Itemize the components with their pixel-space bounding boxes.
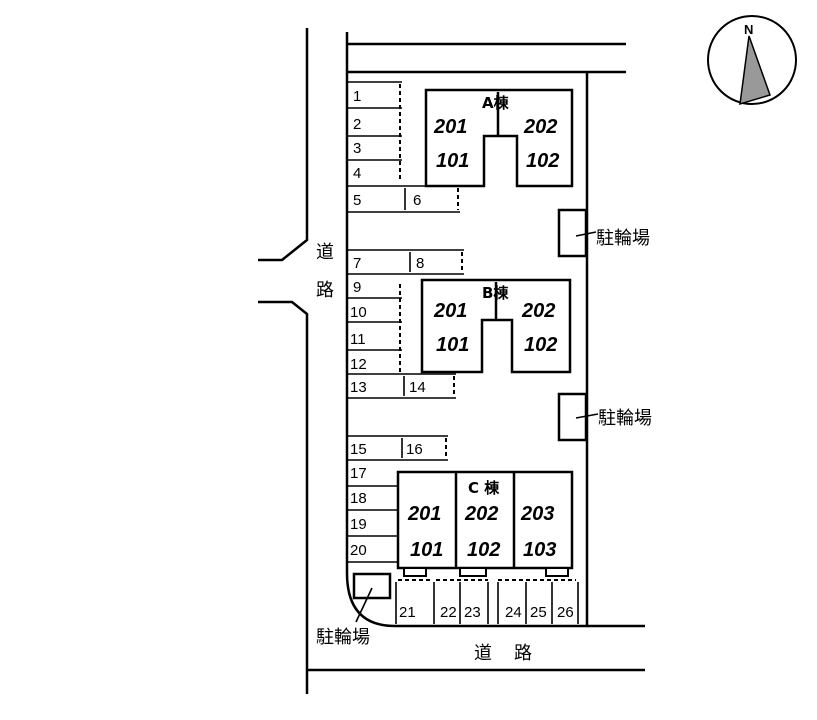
- parking-space-number: 26: [557, 604, 574, 621]
- parking-space-number: 17: [350, 465, 367, 482]
- parking-lines: [348, 81, 464, 563]
- unit-number: 101: [436, 334, 469, 356]
- parking-numbers: 1 2 3 4 5 6 7 8 9 10 11 12 13 14 15 16 1…: [350, 88, 574, 621]
- parking-space-number: 9: [353, 279, 361, 296]
- north-arrow: N: [707, 15, 797, 106]
- parking-space-number: 21: [399, 604, 416, 621]
- parking-space-number: 25: [530, 604, 547, 621]
- parking-space-number: 16: [406, 441, 423, 458]
- parking-space-number: 11: [350, 331, 366, 348]
- bicycle-parking-label: 駐輪場: [316, 627, 370, 648]
- parking-space-number: 12: [350, 356, 367, 373]
- bottom-parking-lines: [395, 579, 579, 624]
- parking-space-number: 1: [353, 88, 361, 105]
- parking-space-number: 7: [353, 255, 361, 272]
- unit-number: 102: [524, 334, 557, 356]
- bicycle-parking-area: [557, 208, 588, 258]
- road-bottom-label-1: 道: [474, 643, 492, 664]
- unit-number: 201: [433, 300, 467, 322]
- unit-number: 202: [523, 116, 557, 138]
- parking-space-number: 5: [353, 192, 361, 209]
- road-bottom-label-2: 路: [514, 643, 532, 664]
- unit-number: 202: [464, 503, 498, 525]
- parking-space-number: 3: [353, 140, 361, 157]
- property-boundary: [345, 32, 589, 628]
- unit-number: 101: [436, 150, 469, 172]
- parking-space-number: 4: [353, 165, 361, 182]
- bicycle-parking-area: [352, 572, 392, 600]
- building-a: A棟 201 202 101 102: [424, 88, 574, 188]
- parking-space-number: 18: [350, 490, 367, 507]
- building-c-name: C 棟: [468, 479, 500, 497]
- parking-space-number: 6: [413, 192, 421, 209]
- parking-space-number: 13: [350, 379, 367, 396]
- road-left-label-2: 路: [316, 280, 334, 301]
- parking-space-number: 8: [416, 255, 424, 272]
- parking-space-number: 14: [409, 379, 426, 396]
- unit-number: 202: [521, 300, 555, 322]
- bicycle-parking-label: 駐輪場: [598, 408, 652, 429]
- parking-space-number: 10: [350, 304, 367, 321]
- unit-number: 102: [526, 150, 559, 172]
- parking-space-number: 20: [350, 542, 367, 559]
- bicycle-parking-1: 駐輪場: [557, 208, 650, 258]
- unit-number: 101: [410, 539, 443, 561]
- unit-number: 203: [520, 503, 554, 525]
- parking-space-number: 2: [353, 116, 361, 133]
- bicycle-parking-2: 駐輪場: [557, 392, 652, 442]
- road-left-label-1: 道: [316, 242, 334, 263]
- building-a-name: A棟: [482, 94, 510, 112]
- parking-space-number: 15: [350, 441, 367, 458]
- building-b-outline: [420, 278, 572, 374]
- building-b-name: B棟: [482, 284, 509, 302]
- unit-number: 102: [467, 539, 500, 561]
- building-b: B棟 201 202 101 102: [420, 278, 572, 374]
- parking-space-number: 19: [350, 516, 367, 533]
- unit-number: 201: [407, 503, 441, 525]
- road-lines: [258, 28, 645, 694]
- bicycle-parking-label: 駐輪場: [596, 228, 650, 249]
- north-arrow-icon: [739, 35, 771, 106]
- parking-space-number: 22: [440, 604, 457, 621]
- bicycle-parking-3: 駐輪場: [316, 572, 392, 648]
- parking-space-number: 24: [505, 604, 522, 621]
- parking-space-number: 23: [464, 604, 481, 621]
- north-label: N: [744, 22, 753, 37]
- unit-number: 103: [523, 539, 556, 561]
- building-c-outline: [396, 470, 574, 570]
- building-a-outline: [424, 88, 574, 188]
- building-c: C 棟 201 202 203 101 102 103: [396, 470, 574, 577]
- unit-number: 201: [433, 116, 467, 138]
